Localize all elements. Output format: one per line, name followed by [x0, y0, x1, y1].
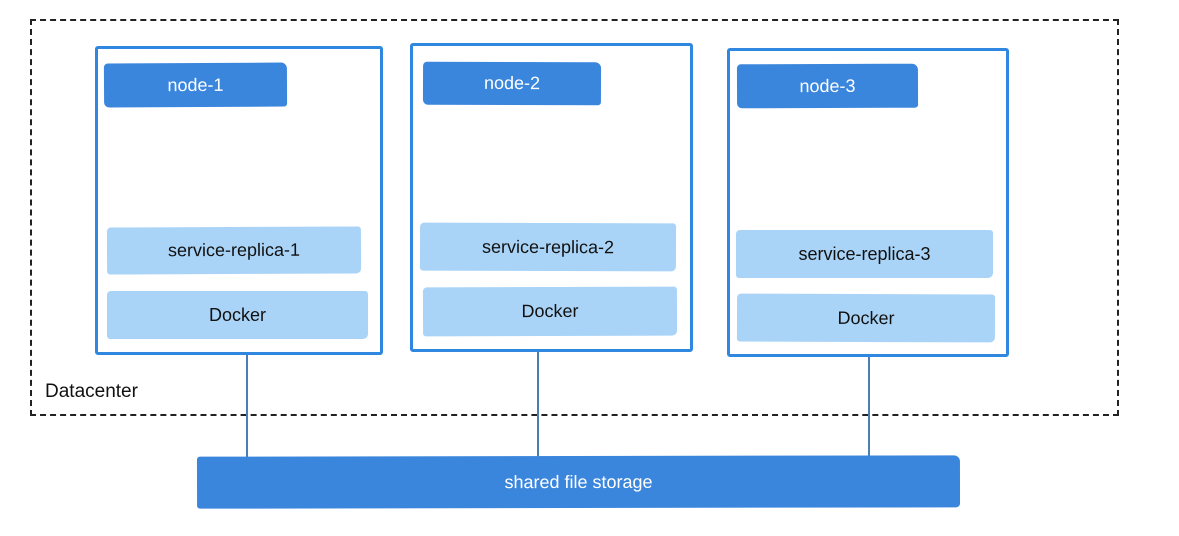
node-1-service-replica: service-replica-1 — [106, 226, 362, 275]
node-2-docker: Docker — [422, 286, 678, 337]
node-3-box: node-3 service-replica-3 Docker — [727, 48, 1009, 357]
node-1-title: node-1 — [103, 62, 288, 108]
node-3-storage-connector — [868, 357, 870, 458]
node-2-service-replica: service-replica-2 — [419, 222, 677, 272]
datacenter-label: Datacenter — [45, 381, 138, 402]
node-2-storage-connector — [537, 352, 539, 458]
node-2-box: node-2 service-replica-2 Docker — [410, 43, 693, 352]
node-2-title: node-2 — [422, 61, 602, 106]
node-3-title: node-3 — [736, 63, 919, 109]
node-3-service-replica: service-replica-3 — [736, 230, 993, 278]
datacenter-boundary — [30, 19, 1119, 416]
node-1-storage-connector — [246, 355, 248, 462]
node-3-docker: Docker — [736, 293, 996, 343]
node-1-box: node-1 service-replica-1 Docker — [95, 46, 383, 355]
shared-file-storage: shared file storage — [196, 455, 961, 509]
node-1-docker: Docker — [107, 291, 368, 339]
